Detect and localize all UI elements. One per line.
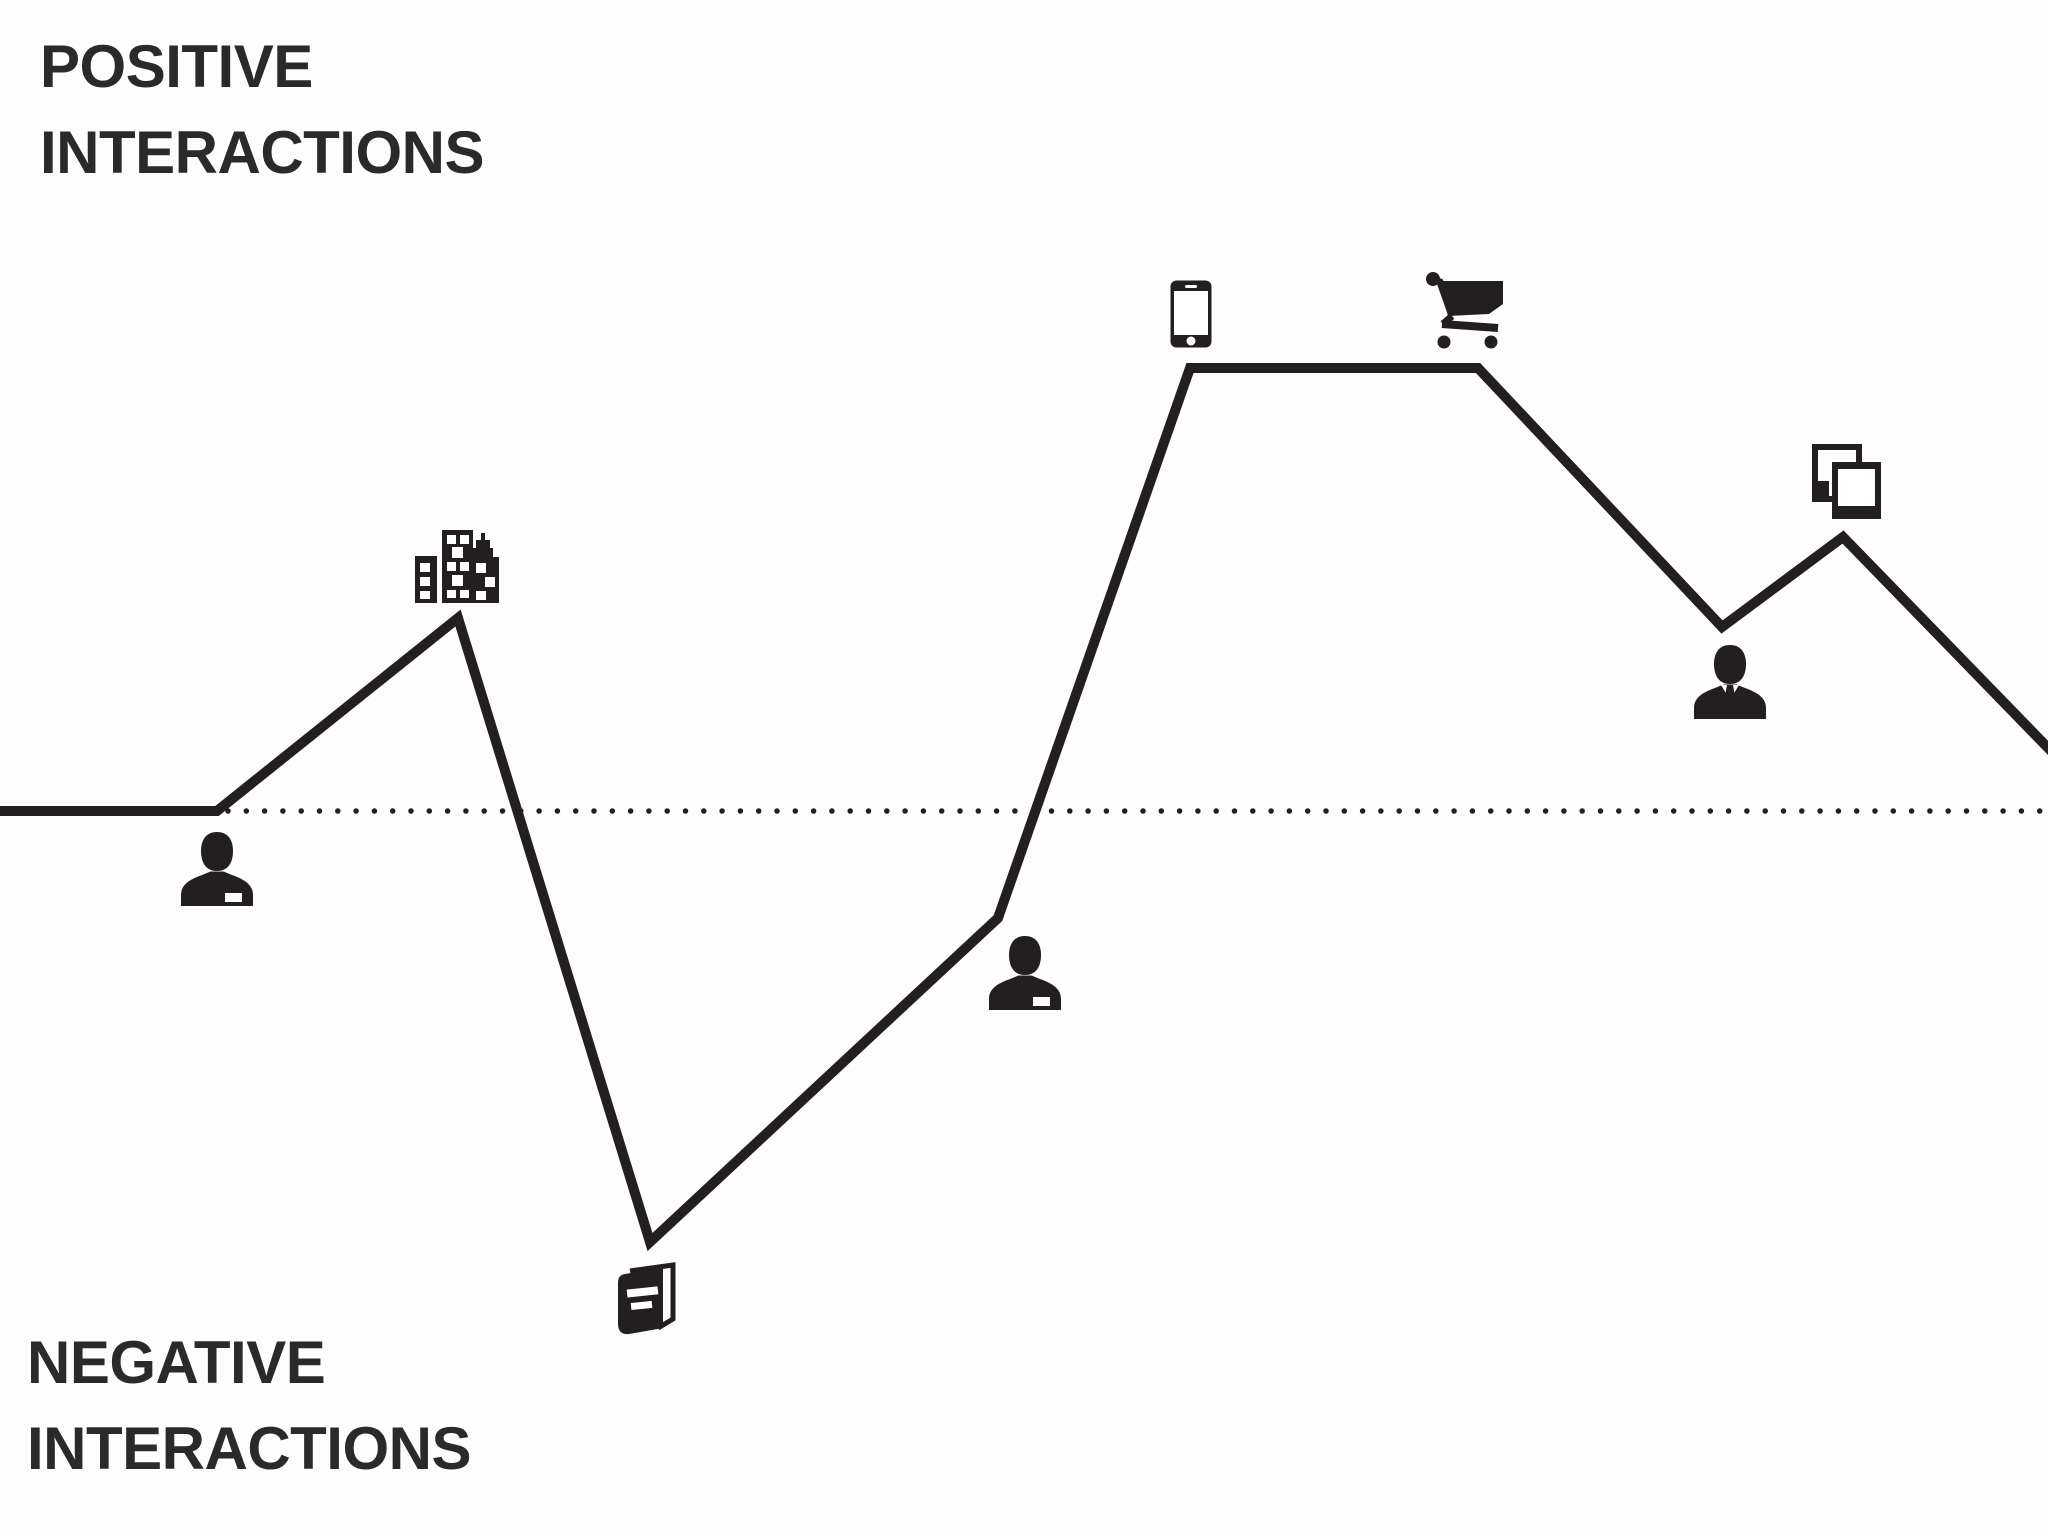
person-badge-icon <box>181 832 253 906</box>
photos-icon <box>1812 447 1881 519</box>
positive-interactions-label: POSITIVE INTERACTIONS <box>40 24 485 196</box>
positive-label-line1: POSITIVE <box>40 33 313 100</box>
smartphone-icon <box>1170 280 1212 348</box>
journey-line <box>0 363 2048 1252</box>
negative-label-line2: INTERACTIONS <box>27 1415 472 1482</box>
negative-label-line1: NEGATIVE <box>27 1329 326 1396</box>
touchpoint-icons <box>181 272 1881 1334</box>
positive-label-line2: INTERACTIONS <box>40 119 485 186</box>
person-tie-icon <box>1694 645 1766 719</box>
negative-interactions-label: NEGATIVE INTERACTIONS <box>27 1320 472 1492</box>
person-badge-icon <box>989 936 1061 1010</box>
book-icon <box>618 1265 673 1334</box>
shopping-cart-icon <box>1426 272 1503 349</box>
buildings-icon <box>415 530 499 603</box>
